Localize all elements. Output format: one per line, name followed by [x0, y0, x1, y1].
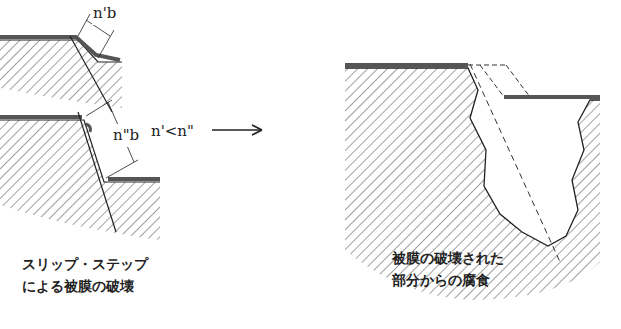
caption: スリップ・ステップ による被膜の破壊	[22, 254, 172, 297]
dimension-label: n'b	[92, 2, 117, 25]
small-slip-step	[0, 14, 122, 112]
caption: 被膜の破壊された 部分からの腐食	[392, 248, 522, 291]
dimension-label: n"b	[112, 124, 140, 147]
corrosion-pit	[345, 64, 600, 300]
transition-arrow	[212, 125, 262, 135]
large-slip-step	[0, 100, 160, 240]
comparison-label: n'<n"	[150, 120, 195, 143]
